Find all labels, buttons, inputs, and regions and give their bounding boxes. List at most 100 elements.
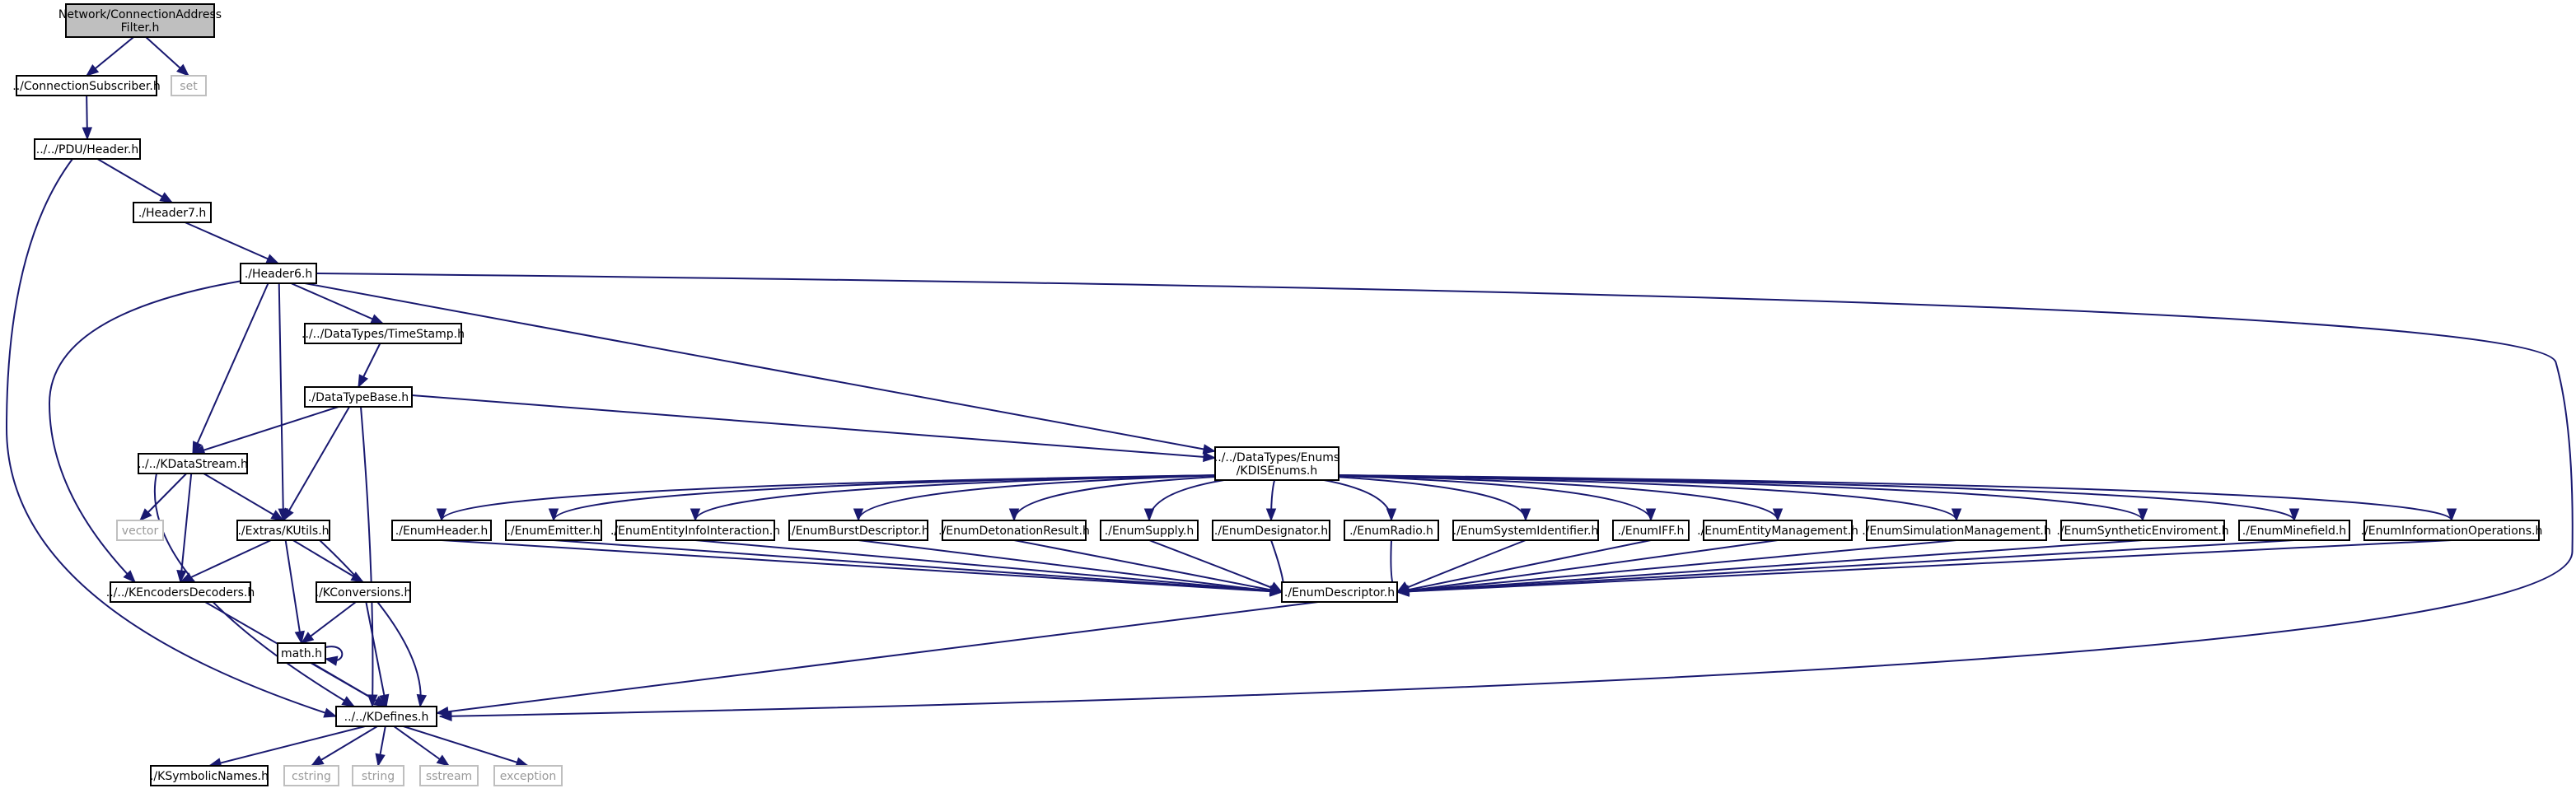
edge-kconv-to-kdefines <box>365 601 387 707</box>
node-label-sstream: sstream <box>426 770 472 783</box>
edge-enumheader-to-enumdescriptor <box>441 539 1283 593</box>
node-box-enumradio <box>1344 520 1439 541</box>
edge-pduheader-to-header7 <box>96 158 173 203</box>
node-enumburst[interactable]: ./EnumBurstDescriptor.h <box>788 520 929 541</box>
edge-enuminfoops-to-enumdescriptor-arrowhead <box>1396 586 1410 597</box>
edge-kutils-to-kdefines <box>319 539 422 707</box>
edge-kutils-to-math <box>284 539 302 644</box>
node-enumdesignator[interactable]: ./EnumDesignator.h <box>1212 520 1330 541</box>
edge-kutils-to-kencdec <box>180 539 272 583</box>
node-header7[interactable]: ./Header7.h <box>133 202 212 223</box>
node-kdisenums[interactable]: ../../DataTypes/Enums/KDISEnums.h <box>1214 446 1339 481</box>
node-label-exception: exception <box>500 770 556 783</box>
edge-datatypebase-to-kutils <box>283 406 350 521</box>
edge-enuminfoops-to-enumdescriptor <box>1396 539 2452 593</box>
node-label-timestamp: ../../DataTypes/TimeStamp.h <box>302 328 465 341</box>
node-enumentitymgmt[interactable]: ./EnumEntityManagement.h <box>1697 520 1858 541</box>
node-box-pduheader <box>34 138 141 160</box>
edge-enumentityinfo-to-enumdescriptor <box>694 539 1283 593</box>
edge-kdefines-to-ksymbolic <box>208 725 366 767</box>
node-label-header6: ./Header6.h <box>245 268 312 281</box>
edge-enumsimmgmt-to-enumdescriptor <box>1396 539 1957 593</box>
node-label-enumradio: ./EnumRadio.h <box>1349 525 1433 538</box>
edge-kdisenums-to-enumradio-arrowhead <box>1386 508 1397 522</box>
node-box-root <box>65 3 215 38</box>
node-vector: vector <box>116 520 164 541</box>
node-kconv[interactable]: ./KConversions.h <box>316 581 412 603</box>
node-label-enumentitymgmt: ./EnumEntityManagement.h <box>1697 525 1858 538</box>
edge-header6-to-kdisenums-arrowhead <box>1202 444 1217 455</box>
edge-kdisenums-to-enumsimmgmt <box>1331 474 1957 521</box>
node-label-math: math.h <box>281 647 322 660</box>
node-box-kdefines <box>335 706 437 727</box>
edge-kconv-to-math-arrowhead <box>300 632 315 644</box>
node-enumheader[interactable]: ./EnumHeader.h <box>391 520 492 541</box>
node-label-enumsynthetic: ./EnumSyntheticEnviroment.h <box>2056 525 2228 538</box>
edge-kdatastream-to-vector-arrowhead <box>139 508 152 521</box>
node-box-datatypebase <box>304 386 413 408</box>
node-label-enumiff: ./EnumIFF.h <box>1618 525 1685 538</box>
node-header6[interactable]: ./Header6.h <box>240 263 317 284</box>
node-box-exception <box>493 765 563 786</box>
node-datatypebase[interactable]: ./DataTypeBase.h <box>304 386 413 408</box>
node-connsub[interactable]: ../ConnectionSubscriber.h <box>12 75 161 96</box>
edge-kdisenums-to-enumburst <box>858 474 1227 521</box>
node-enumsynthetic[interactable]: ./EnumSyntheticEnviroment.h <box>2056 520 2229 541</box>
node-label-root-line-2: Filter.h <box>121 21 160 35</box>
node-box-enumminefield <box>2238 520 2350 541</box>
node-enumminefield[interactable]: ./EnumMinefield.h <box>2238 520 2350 541</box>
node-label-enumemitter: ./EnumEmitter.h <box>507 525 600 538</box>
node-enumsysid[interactable]: ./EnumSystemIdentifier.h <box>1452 520 1599 541</box>
edge-kdisenums-to-enumentitymgmt-arrowhead <box>1772 508 1784 522</box>
node-label-string: string <box>362 770 395 783</box>
node-box-header7 <box>133 202 212 223</box>
node-box-connsub <box>16 75 157 96</box>
node-box-kdatastream <box>138 453 248 474</box>
node-enuminfoops[interactable]: ./EnumInformationOperations.h <box>2361 520 2543 541</box>
node-timestamp[interactable]: ../../DataTypes/TimeStamp.h <box>302 323 465 344</box>
node-box-enumdescriptor <box>1281 581 1398 603</box>
node-ksymbolic[interactable]: ./KSymbolicNames.h <box>150 765 269 786</box>
node-kencdec[interactable]: ../../KEncodersDecoders.h <box>106 581 255 603</box>
node-math[interactable]: math.h <box>277 642 326 664</box>
edge-enumdescriptor-to-kdefines <box>436 601 1319 714</box>
edge-datatypebase-to-kutils-arrowhead <box>283 507 294 522</box>
edge-kconv-to-kdefines-arrowhead <box>379 693 390 708</box>
node-label-kutils: ./Extras/KUtils.h <box>237 525 329 538</box>
node-enumsupply[interactable]: ./EnumSupply.h <box>1100 520 1199 541</box>
node-box-math <box>277 642 326 664</box>
node-kutils[interactable]: ./Extras/KUtils.h <box>236 520 330 541</box>
edge-kdisenums-to-enumsysid-arrowhead <box>1520 508 1531 522</box>
node-enumemitter[interactable]: ./EnumEmitter.h <box>505 520 602 541</box>
node-enumdetonation[interactable]: ./EnumDetonationResult.h <box>938 520 1090 541</box>
node-box-enumemitter <box>505 520 602 541</box>
node-label-enumburst: ./EnumBurstDescriptor.h <box>788 525 928 538</box>
node-string: string <box>352 765 404 786</box>
node-label-connsub: ../ConnectionSubscriber.h <box>12 80 160 93</box>
node-label-kdisenums-line-2: /KDISEnums.h <box>1237 464 1318 478</box>
node-kdefines[interactable]: ../../KDefines.h <box>335 706 437 727</box>
edge-kdisenums-to-enumheader <box>441 474 1223 521</box>
node-box-kdisenums <box>1214 446 1339 481</box>
node-enumiff[interactable]: ./EnumIFF.h <box>1612 520 1690 541</box>
node-label-ksymbolic: ./KSymbolicNames.h <box>150 770 269 783</box>
node-enumentityinfo[interactable]: ./EnumEntityInfoInteraction.h <box>610 520 780 541</box>
edge-pduheader-to-kdefines-arrowhead <box>323 707 338 718</box>
edge-kdisenums-to-enumentityinfo-arrowhead <box>690 508 701 522</box>
node-label-set: set <box>180 80 198 93</box>
node-label-kdefines: ../../KDefines.h <box>344 711 429 724</box>
node-label-enumsysid: ./EnumSystemIdentifier.h <box>1453 525 1599 538</box>
node-kdatastream[interactable]: ../../KDataStream.h <box>138 453 248 474</box>
edge-datatypebase-to-kdisenums-arrowhead <box>1203 451 1217 463</box>
node-enumdescriptor[interactable]: ./EnumDescriptor.h <box>1281 581 1398 603</box>
edge-kdatastream-to-kencdec-arrowhead <box>176 569 187 584</box>
node-enumsimmgmt[interactable]: ./EnumSimulationManagement.h <box>1862 520 2051 541</box>
node-box-enumheader <box>391 520 492 541</box>
edge-kdefines-to-sstream-arrowhead <box>436 754 451 767</box>
node-box-enumsupply <box>1100 520 1199 541</box>
node-pduheader[interactable]: ../../PDU/Header.h <box>34 138 141 160</box>
edge-kencdec-to-kdefines-arrowhead <box>373 696 388 707</box>
node-enumradio[interactable]: ./EnumRadio.h <box>1344 520 1439 541</box>
node-box-enumiff <box>1612 520 1690 541</box>
